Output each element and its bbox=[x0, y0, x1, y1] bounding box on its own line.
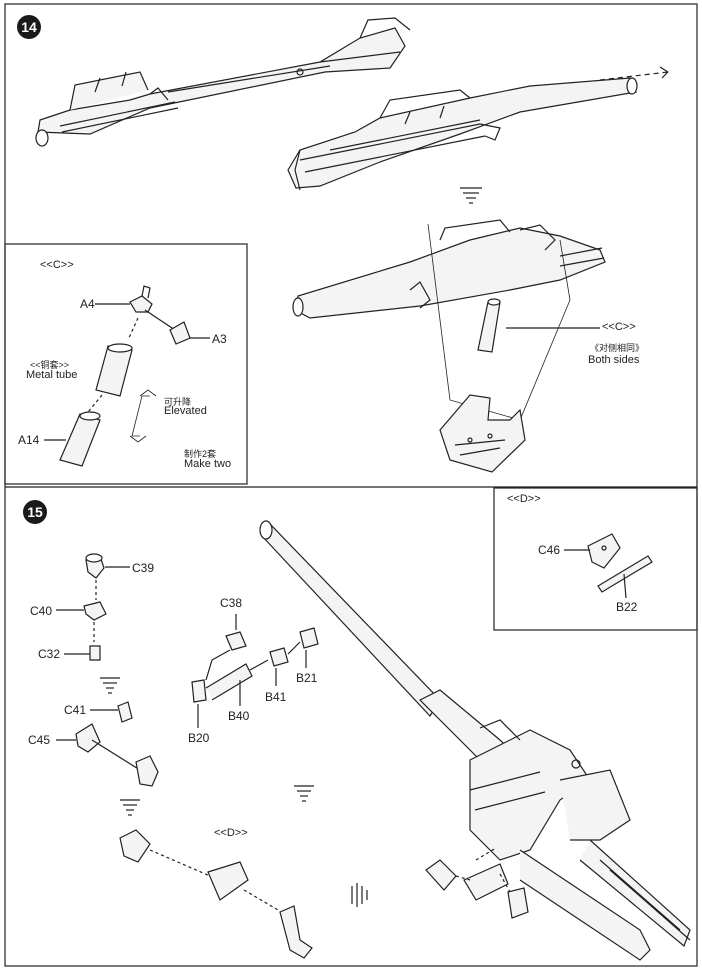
detail-d-title: <<D>> bbox=[507, 493, 541, 505]
elevated-cn: 可升降 bbox=[164, 397, 192, 407]
step14-barrel-middle bbox=[287, 66, 669, 191]
elevated-label: Elevated bbox=[164, 405, 207, 417]
part-label-b41: B41 bbox=[265, 690, 287, 704]
metal-tube-cn: <<铜套>> bbox=[30, 360, 70, 370]
step14-piston bbox=[477, 298, 600, 353]
step14-barrel-top bbox=[35, 17, 411, 147]
callout-c-ref: <<C>> bbox=[602, 321, 636, 333]
step15-down-arrow-1 bbox=[100, 677, 120, 694]
part-label-a3: A3 bbox=[212, 332, 227, 346]
part-label-c45: C45 bbox=[28, 733, 51, 747]
step-14-badge: 14 bbox=[17, 15, 41, 39]
part-label-c41: C41 bbox=[64, 703, 87, 717]
detail-c-box bbox=[4, 243, 248, 485]
part-label-c32: C32 bbox=[38, 647, 61, 661]
both-sides-cn: 《对侧相同》 bbox=[590, 343, 645, 353]
step14-down-arrow bbox=[460, 187, 482, 204]
step14-barrel-assembled bbox=[292, 219, 606, 421]
step15-side-arrow bbox=[351, 883, 368, 907]
detail-d-parts bbox=[564, 533, 653, 599]
make-two-cn: 制作2套 bbox=[184, 449, 217, 459]
part-label-c46: C46 bbox=[538, 543, 561, 557]
part-label-c40: C40 bbox=[30, 604, 53, 618]
detail-c-parts bbox=[44, 285, 210, 467]
step15-down-arrow-3 bbox=[294, 785, 314, 802]
part-label-b22: B22 bbox=[616, 600, 638, 614]
both-sides-label: Both sides bbox=[588, 354, 640, 366]
step15-down-arrow-2 bbox=[120, 799, 140, 816]
step-15-badge: 15 bbox=[23, 500, 47, 524]
step15-column-left bbox=[56, 553, 313, 959]
detail-d-box bbox=[493, 487, 698, 631]
part-label-b20: B20 bbox=[188, 731, 210, 745]
metal-tube-label: Metal tube bbox=[26, 369, 78, 381]
ref-d-label: <<D>> bbox=[214, 827, 248, 839]
part-label-c39: C39 bbox=[132, 561, 155, 575]
page-frame bbox=[4, 3, 698, 967]
step14-base-mount bbox=[439, 394, 526, 473]
detail-c-title: <<C>> bbox=[40, 259, 74, 271]
part-label-c38: C38 bbox=[220, 596, 243, 610]
step15-column-middle bbox=[191, 614, 368, 907]
step15-gun-assembled bbox=[259, 520, 691, 961]
part-label-b40: B40 bbox=[228, 709, 250, 723]
make-two-label: Make two bbox=[184, 458, 232, 470]
part-label-b21: B21 bbox=[296, 671, 318, 685]
part-label-a14: A14 bbox=[18, 433, 40, 447]
part-label-a4: A4 bbox=[80, 297, 95, 311]
